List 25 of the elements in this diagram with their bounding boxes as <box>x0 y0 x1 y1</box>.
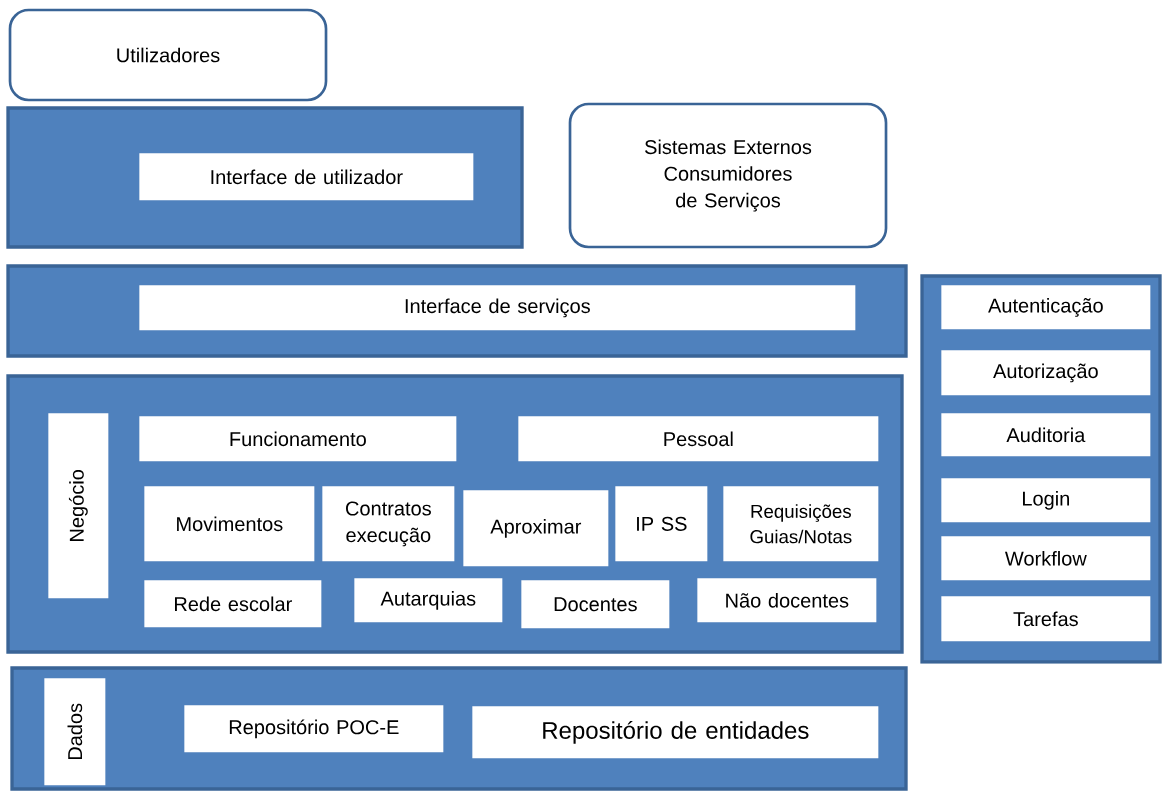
module-box: Não docentes <box>697 578 877 623</box>
module-box: Contratos execução <box>322 486 455 562</box>
module-box: Pessoal <box>518 416 879 462</box>
module-box: Requisições Guias/Notas <box>723 486 879 562</box>
module-box: Tarefas <box>941 596 1151 642</box>
module-box: Interface de utilizador <box>139 153 474 201</box>
module-box: Workflow <box>941 536 1151 581</box>
rounded-box: Utilizadores <box>8 8 328 102</box>
module-box: Autenticação <box>941 285 1151 330</box>
module-box: Repositório de entidades <box>472 706 879 759</box>
rounded-box: Sistemas Externos Consumidores de Serviços <box>568 102 888 249</box>
layer-label: Negócio <box>48 413 109 599</box>
module-box: Funcionamento <box>139 416 457 462</box>
layer-label: Dados <box>44 678 106 786</box>
module-box: Autarquias <box>354 578 503 623</box>
module-box: IP SS <box>615 486 708 562</box>
module-box: Interface de serviços <box>139 285 856 331</box>
module-box: Autorização <box>941 350 1151 396</box>
module-box: Auditoria <box>941 413 1151 457</box>
module-box: Repositório POC-E <box>184 705 444 753</box>
module-box: Docentes <box>521 580 670 629</box>
module-box: Aproximar <box>463 490 609 567</box>
module-box: Movimentos <box>144 486 315 562</box>
module-box: Rede escolar <box>144 580 322 628</box>
module-box: Login <box>941 478 1151 523</box>
